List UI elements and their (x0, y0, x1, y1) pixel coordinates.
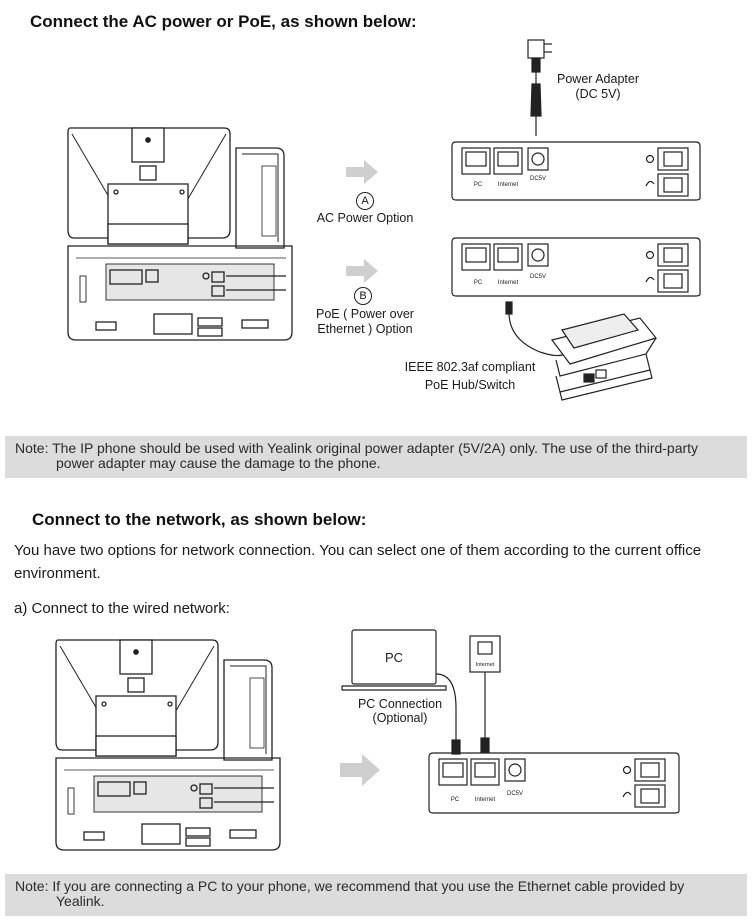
pc-connection-label-line2: (Optional) (372, 711, 428, 725)
port-panel-ac: PC Internet DC5V (451, 141, 701, 201)
port-panel-poe: PC Internet DC5V (451, 237, 701, 297)
phone-back-illustration (55, 639, 281, 851)
port-panel-network: PC Internet DC5V (428, 752, 680, 814)
port-label-dc: DC5V (507, 791, 523, 797)
port-label-pc: PC (474, 280, 483, 286)
port-label-pc: PC (451, 797, 460, 803)
arrow-right-icon (340, 754, 380, 786)
option-b-label-line2: Ethernet ) Option (317, 322, 413, 336)
note-text-line: power adapter may cause the damage to th… (56, 455, 381, 471)
note-text-line: Note: If you are connecting a PC to your… (15, 878, 685, 894)
port-label-internet: Internet (498, 280, 519, 286)
arrow-right-icon (346, 160, 378, 184)
port-label-dc: DC5V (530, 176, 546, 182)
port-label-pc: PC (474, 182, 483, 188)
option-a-label: AC Power Option (316, 211, 414, 225)
power-adapter-illustration (527, 39, 552, 136)
port-label-dc: DC5V (530, 274, 546, 280)
section-heading-network: Connect to the network, as shown below: (32, 510, 367, 529)
option-a-marker: A (356, 192, 374, 210)
section-heading-power: Connect the AC power or PoE, as shown be… (30, 12, 417, 31)
port-label-internet: Internet (475, 797, 496, 803)
option-b-marker: B (354, 287, 372, 305)
poe-switch-label-line2: PoE Hub/Switch (424, 378, 516, 392)
phone-back-illustration (67, 127, 293, 341)
note-ethernet-cable: Note: If you are connecting a PC to your… (5, 874, 747, 916)
wall-jack-label: Internet (476, 662, 495, 668)
note-text-line: Note: The IP phone should be used with Y… (15, 440, 699, 456)
laptop-illustration: PC (341, 629, 461, 755)
power-adapter-label-line1: Power Adapter (557, 72, 639, 86)
pc-screen-label: PC (385, 650, 403, 665)
option-b-label-line1: PoE ( Power over (316, 307, 414, 321)
pc-connection-label-line1: PC Connection (357, 697, 443, 711)
note-text-line: Yealink. (56, 893, 105, 909)
arrow-right-icon (346, 259, 378, 283)
poe-switch-label-line1: IEEE 802.3af compliant (404, 360, 536, 374)
wired-network-option: a) Connect to the wired network: (14, 600, 230, 617)
wall-jack-illustration: Internet (469, 635, 501, 753)
port-label-internet: Internet (498, 182, 519, 188)
network-intro-text: You have two options for network connect… (14, 542, 702, 582)
poe-switch-illustration (505, 301, 658, 401)
power-adapter-label-line2: (DC 5V) (575, 87, 621, 101)
note-power-adapter: Note: The IP phone should be used with Y… (5, 436, 747, 478)
